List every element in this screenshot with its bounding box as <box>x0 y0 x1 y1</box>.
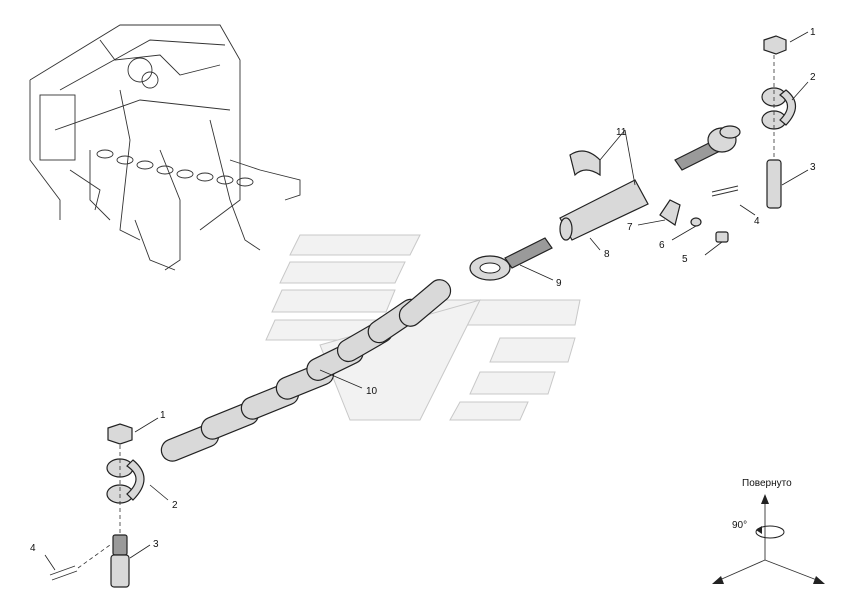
callout-8: 8 <box>604 249 610 260</box>
cotter-pin-top <box>711 185 739 197</box>
callout-leaders <box>44 31 809 571</box>
callout-4-bottom: 4 <box>30 543 36 554</box>
callout-2-bottom: 2 <box>172 500 178 511</box>
eye-bolt-part-9 <box>469 237 553 281</box>
coupling-sleeve-part-8 <box>559 179 649 241</box>
bolt-part-5 <box>715 231 729 243</box>
callout-5: 5 <box>682 254 688 265</box>
callout-10: 10 <box>366 386 378 397</box>
callout-4-top: 4 <box>754 216 760 227</box>
arrow-up-icon <box>761 494 769 504</box>
top-right-fastener-stack <box>761 35 797 209</box>
arrow-left-down-icon <box>712 576 724 584</box>
orientation-indicator <box>712 494 825 584</box>
clevis-part-11 <box>569 150 601 177</box>
callout-1-bottom: 1 <box>160 410 166 421</box>
lock-plate-part-7 <box>659 199 681 226</box>
watermark-logo <box>265 234 581 421</box>
rotation-arrow-icon <box>755 525 785 539</box>
orientation-label: Повернуто <box>742 478 792 489</box>
washer-part-6 <box>690 217 702 227</box>
inset-chain <box>96 149 254 187</box>
orientation-angle: 90° <box>732 520 747 531</box>
callout-6: 6 <box>659 240 665 251</box>
callout-7: 7 <box>627 222 633 233</box>
bottom-left-fastener-stack <box>49 423 145 588</box>
callout-2-top: 2 <box>810 72 816 83</box>
arrow-right-down-icon <box>813 576 825 584</box>
callout-1-top: 1 <box>810 27 816 38</box>
callout-11: 11 <box>616 127 627 138</box>
hitch-overview-inset <box>29 24 301 271</box>
callout-3-top: 3 <box>810 162 816 173</box>
callout-9: 9 <box>556 278 562 289</box>
top-eye-bolt <box>674 125 741 171</box>
callout-3-bottom: 3 <box>153 539 159 550</box>
chain-part-10 <box>160 279 452 462</box>
